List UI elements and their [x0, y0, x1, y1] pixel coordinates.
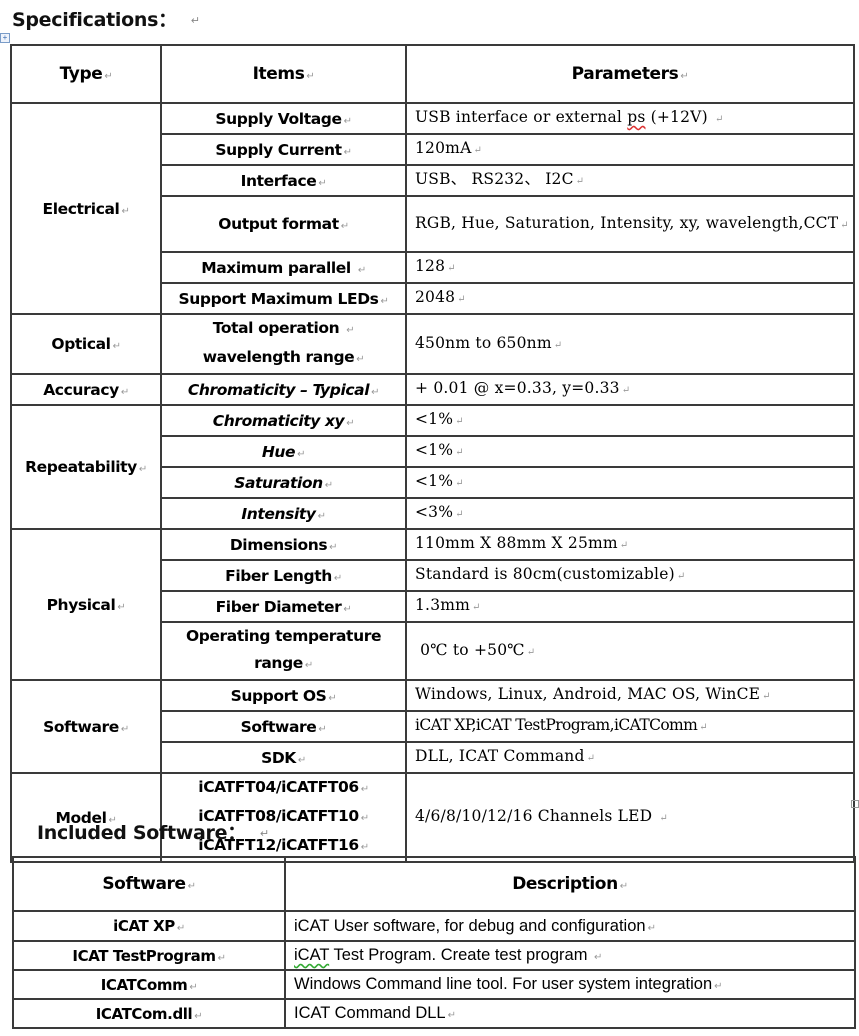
table-row: Optical↵ Total operation ↵wavelength ran…	[10, 313, 855, 375]
table-row: Electrical↵ Supply Voltage↵ USB interfac…	[10, 102, 855, 315]
param-value: Windows, Linux, Android, MAC OS, WinCE↵	[405, 679, 855, 712]
item-label: SDK↵	[160, 741, 407, 774]
header-description: Description↵	[284, 856, 856, 912]
item-label: Support Maximum LEDs↵	[160, 282, 407, 315]
table-row: Interface↵ USB、 RS232、 I2C↵	[11, 164, 855, 197]
table-row: Accuracy↵ Chromaticity – Typical↵ + 0.01…	[10, 373, 855, 406]
item-label: Supply Voltage↵	[160, 102, 407, 135]
param-value: 2048↵	[405, 282, 855, 315]
software-name: ICATCom.dll↵	[12, 998, 286, 1029]
item-label: Support OS↵	[160, 679, 407, 712]
param-value: USB、 RS232、 I2C↵	[405, 164, 855, 197]
software-name: iCAT XP↵	[12, 910, 286, 942]
spellcheck-flag[interactable]: ps	[627, 108, 646, 126]
item-label: Intensity↵	[160, 497, 407, 530]
table-row: ICATCom.dll↵ ICAT Command DLL↵	[12, 998, 856, 1029]
group-accuracy: Accuracy↵	[10, 373, 162, 406]
param-value: <1%↵	[405, 435, 855, 468]
item-label: Chromaticity – Typical↵	[160, 373, 407, 406]
param-value: iCAT XP,iCAT TestProgram,iCATComm↵	[405, 710, 855, 743]
table-row: Repeatability↵ Chromaticity xy↵ <1%↵	[10, 404, 855, 530]
table-row: Fiber Diameter↵ 1.3mm↵	[11, 590, 855, 623]
param-value: <3%↵	[405, 497, 855, 530]
param-value: DLL, ICAT Command↵	[405, 741, 855, 774]
param-value: 450nm to 650nm↵	[405, 313, 855, 375]
specifications-heading: Specifications：↵	[12, 9, 200, 31]
table-row: Maximum parallel ↵ 128↵	[11, 251, 855, 284]
included-software-heading: Included Software：↵	[37, 822, 269, 844]
item-label: Fiber Length↵	[160, 559, 407, 592]
item-label: Interface↵	[160, 164, 407, 197]
group-optical: Optical↵	[10, 313, 162, 375]
software-description: ICAT Command DLL↵	[284, 998, 856, 1029]
spec-header-row: Type↵ Items↵ Parameters↵	[10, 44, 855, 104]
table-row: Intensity↵ <3%↵	[11, 497, 855, 530]
group-software: Software↵	[10, 679, 162, 774]
item-label: Supply Current↵	[160, 133, 407, 166]
param-value: USB interface or external ps (+12V) ↵	[405, 102, 855, 135]
group-electrical: Electrical↵	[10, 102, 162, 315]
item-label: Fiber Diameter↵	[160, 590, 407, 623]
item-label: Software↵	[160, 710, 407, 743]
header-items: Items↵	[160, 44, 407, 104]
paragraph-mark-icon: ↵	[259, 827, 269, 840]
paragraph-mark-icon: ↵	[190, 14, 200, 27]
table-row: Saturation↵ <1%↵	[11, 466, 855, 499]
software-description: iCAT Test Program. Create test program ↵	[284, 940, 856, 971]
table-row: Support Maximum LEDs↵ 2048↵	[11, 282, 855, 315]
group-model: Model↵	[10, 772, 162, 863]
item-label: Total operation ↵wavelength range↵	[160, 313, 407, 375]
grammar-flag[interactable]: iCAT	[294, 946, 330, 964]
table-row: Fiber Length↵ Standard is 80cm(customiza…	[11, 559, 855, 592]
table-row: iCAT XP↵ iCAT User software, for debug a…	[12, 910, 856, 942]
header-software: Software↵	[12, 856, 286, 912]
software-name: ICAT TestProgram↵	[12, 940, 286, 971]
software-description: Windows Command line tool. For user syst…	[284, 969, 856, 1000]
software-name: ICATComm↵	[12, 969, 286, 1000]
param-value: <1%↵	[405, 404, 855, 437]
software-header-row: Software↵ Description↵	[12, 856, 856, 912]
group-repeatability: Repeatability↵	[10, 404, 162, 530]
item-label: Output format↵	[160, 195, 407, 253]
item-label: Chromaticity xy↵	[160, 404, 407, 437]
param-value: 110mm X 88mm X 25mm↵	[405, 528, 855, 561]
table-row: Model↵ iCATFT04/iCATFT06↵iCATFT08/iCATFT…	[10, 772, 855, 863]
param-value: <1%↵	[405, 466, 855, 499]
item-label: Dimensions↵	[160, 528, 407, 561]
param-value: + 0.01 @ x=0.33, y=0.33↵	[405, 373, 855, 406]
param-value: 120mA↵	[405, 133, 855, 166]
software-description: iCAT User software, for debug and config…	[284, 910, 856, 942]
table-row: Output format↵ RGB, Hue, Saturation, Int…	[11, 195, 855, 253]
table-move-handle-icon[interactable]: +	[0, 33, 10, 43]
param-value: 4/6/8/10/12/16 Channels LED ↵	[405, 772, 855, 863]
included-software-table: Software↵ Description↵ iCAT XP↵ iCAT Use…	[12, 856, 856, 1029]
table-row: Hue↵ <1%↵	[11, 435, 855, 468]
table-row: SDK↵ DLL, ICAT Command↵	[11, 741, 855, 774]
item-label: Saturation↵	[160, 466, 407, 499]
param-value: 128↵	[405, 251, 855, 284]
item-label: Hue↵	[160, 435, 407, 468]
param-value: Standard is 80cm(customizable)↵	[405, 559, 855, 592]
item-label: Maximum parallel ↵	[160, 251, 407, 284]
table-row: Supply Current↵ 120mA↵	[11, 133, 855, 166]
table-row: Physical↵ Dimensions↵ 110mm X 88mm X 25m…	[10, 528, 855, 681]
header-type: Type↵	[10, 44, 162, 104]
table-resize-handle-icon[interactable]	[851, 800, 859, 808]
table-row: Software↵ iCAT XP,iCAT TestProgram,iCATC…	[11, 710, 855, 743]
param-value: RGB, Hue, Saturation, Intensity, xy, wav…	[405, 195, 855, 253]
specifications-table: Type↵ Items↵ Parameters↵ Electrical↵ Sup…	[10, 44, 855, 863]
header-parameters: Parameters↵	[405, 44, 855, 104]
param-value: 0℃ to +50℃↵	[405, 621, 855, 681]
group-physical: Physical↵	[10, 528, 162, 681]
param-value: 1.3mm↵	[405, 590, 855, 623]
table-row: ICATComm↵ Windows Command line tool. For…	[12, 969, 856, 1000]
table-row: Software↵ Support OS↵ Windows, Linux, An…	[10, 679, 855, 774]
item-label: iCATFT04/iCATFT06↵iCATFT08/iCATFT10↵iCAT…	[160, 772, 407, 863]
table-row: ICAT TestProgram↵ iCAT Test Program. Cre…	[12, 940, 856, 971]
